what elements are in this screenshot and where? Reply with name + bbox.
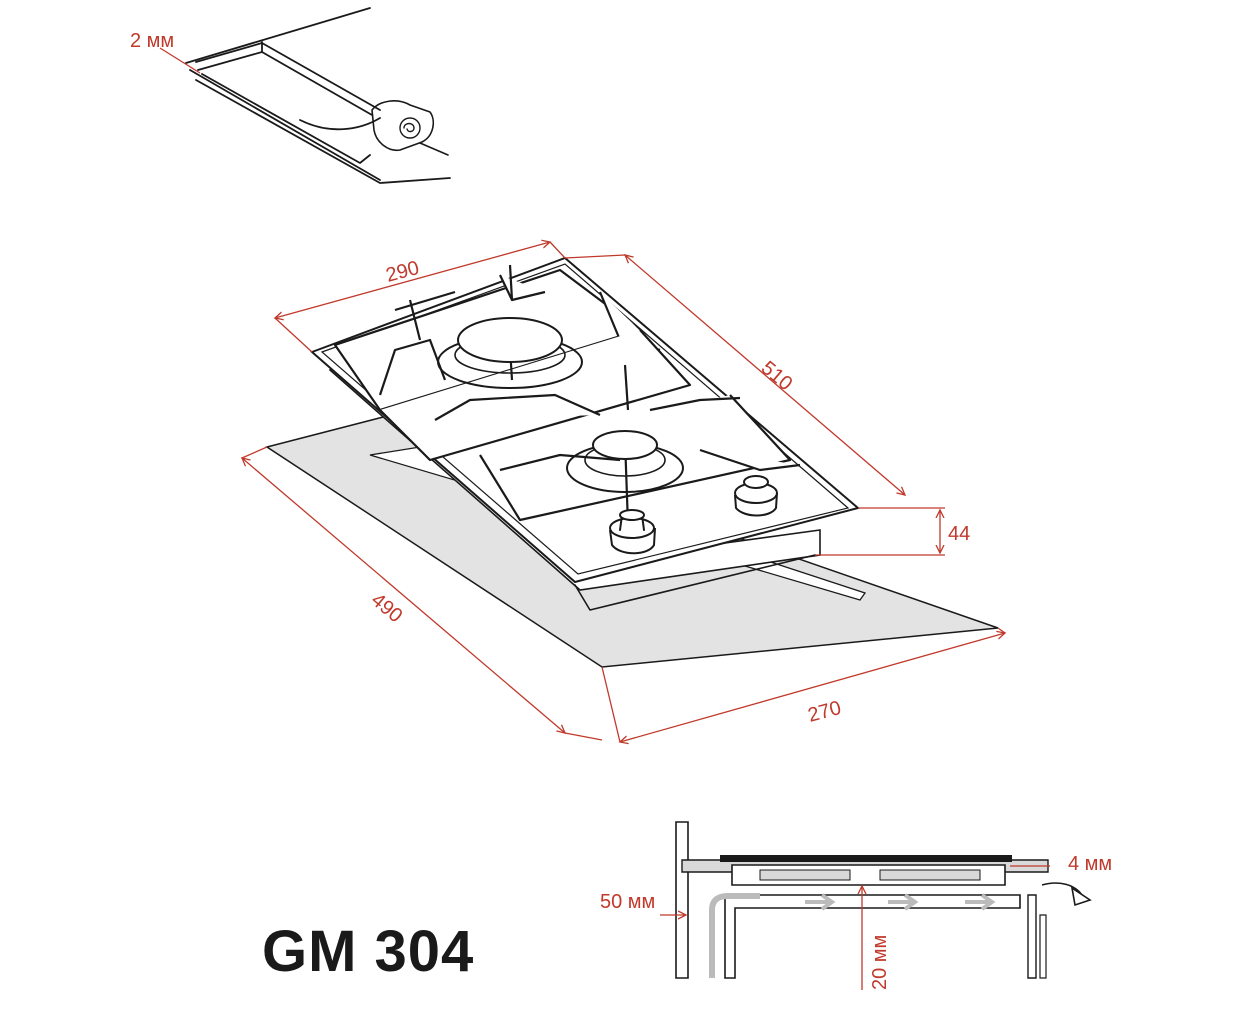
cutout-width-label: 270 — [806, 697, 844, 727]
burner-large — [437, 317, 583, 389]
dimension-lines — [242, 242, 1005, 742]
top-width-label: 290 — [384, 257, 422, 287]
top-depth-label: 510 — [757, 357, 797, 395]
wall-gap-label: 50 мм — [600, 891, 655, 913]
seal-thickness-label: 2 мм — [130, 30, 174, 52]
bottom-gap-label: 20 мм — [869, 935, 891, 990]
model-title: GM 304 — [262, 919, 475, 984]
cutout-depth-label: 490 — [367, 589, 407, 627]
control-knob-left — [609, 509, 656, 555]
seal-detail — [159, 7, 451, 184]
height-label: 44 — [948, 523, 970, 545]
installation-section — [660, 821, 1092, 990]
front-gap-label: 4 мм — [1068, 853, 1112, 875]
